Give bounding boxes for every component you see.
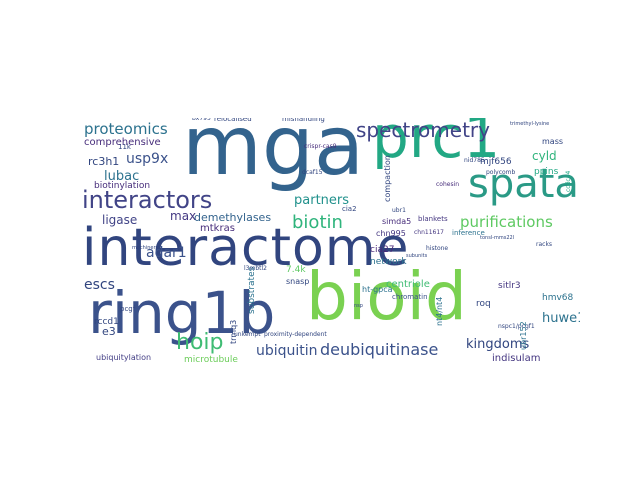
word-biotinylation: biotinylation bbox=[94, 181, 151, 191]
word-biotin: biotin bbox=[292, 212, 343, 233]
word-adar1: adar1 bbox=[146, 245, 187, 261]
word-substrates: substrates bbox=[247, 266, 257, 314]
word-ubr152: ubr152 bbox=[519, 321, 528, 350]
word-polycomb: polycomb bbox=[486, 169, 516, 176]
word-interactors: interactors bbox=[82, 186, 213, 214]
word-cohesin: cohesin bbox=[436, 181, 460, 188]
word-snasp: snasp bbox=[286, 277, 310, 286]
word-kingdoms: kingdoms bbox=[466, 337, 530, 352]
word-nt4-nt4: nt4/nt4 bbox=[435, 296, 444, 326]
word-simda5: simda5 bbox=[382, 217, 412, 226]
word-trimethyl-lysine: trimethyl-lysine bbox=[510, 121, 550, 127]
word-centriole: centriole bbox=[386, 279, 430, 290]
word-microtubule: microtubule bbox=[184, 355, 238, 364]
word-sitlr3: sitlr3 bbox=[498, 281, 521, 291]
word-7.4k: 7.4k bbox=[286, 265, 306, 275]
word-mjf656: mjf656 bbox=[480, 157, 512, 167]
word-chn995: chn995 bbox=[376, 229, 406, 238]
word-huwe1: huwe1 bbox=[542, 311, 580, 326]
word-ligase: ligase bbox=[102, 213, 138, 227]
word-interactome: interactome bbox=[82, 218, 410, 278]
word-mass: mass bbox=[542, 137, 564, 146]
word-demethylases: demethylases bbox=[194, 211, 272, 224]
word-rccd1: rccd1 bbox=[94, 317, 119, 327]
word-compaction: compaction bbox=[383, 155, 392, 202]
word-histone: histone bbox=[426, 245, 449, 252]
word-mishandling: mishandling bbox=[282, 118, 325, 123]
word-ring1b: ring1b bbox=[88, 279, 276, 347]
word-crispr-cas9: crispr-cas9 bbox=[304, 143, 337, 150]
word-indisulam: indisulam bbox=[492, 353, 541, 364]
word-mtkras: mtkras bbox=[200, 223, 235, 234]
word-prc1: prc1 bbox=[372, 118, 501, 171]
word-cloud: interactome mga prc1 bioid ring1b spata2… bbox=[80, 118, 580, 363]
word-blankets: blankets bbox=[418, 215, 448, 223]
word-dcaf15: dcaf15 bbox=[302, 169, 323, 176]
word-escs: escs bbox=[84, 277, 115, 293]
word-cia27: cia27 bbox=[370, 245, 395, 255]
word-hoip: hoip bbox=[176, 330, 224, 355]
word-ubiquitin: ubiquitin bbox=[256, 343, 318, 359]
word-proteomics: proteomics bbox=[84, 120, 168, 138]
word-proximity-dependent: proximity-dependent bbox=[264, 331, 327, 338]
word-racks: racks bbox=[536, 241, 553, 248]
word-ubiquitylation: ubiquitylation bbox=[96, 353, 152, 362]
word-spectrometry: spectrometry bbox=[356, 118, 490, 142]
word-rc3h1: rc3h1 bbox=[88, 155, 120, 168]
word-chn11617: chn11617 bbox=[414, 229, 444, 236]
word-network: network bbox=[370, 257, 407, 267]
word-tonsl-mms22l: tonsl-mms22l bbox=[480, 235, 515, 241]
word-lubac: lubac bbox=[104, 169, 140, 184]
word-machinery: machinery bbox=[132, 245, 159, 251]
word-comprehensive: comprehensive bbox=[84, 137, 161, 148]
word-cia2: cia2 bbox=[342, 205, 357, 213]
word-cyld: cyld bbox=[532, 149, 557, 163]
word-purifications: purifications bbox=[460, 213, 553, 231]
word-inference: inference bbox=[452, 229, 485, 237]
word-bioid: bioid bbox=[306, 258, 467, 335]
word-ppins: ppins bbox=[534, 167, 559, 177]
word-subunits: subunits bbox=[406, 253, 428, 259]
word-partners: partners bbox=[294, 193, 350, 208]
word-hmv68: hmv68 bbox=[542, 293, 574, 303]
word-roq: roq bbox=[476, 299, 491, 309]
word-ccdc14: ccdc14 bbox=[565, 170, 572, 192]
word-nid785: nid785 bbox=[464, 157, 485, 164]
word-deubiquitinase: deubiquitinase bbox=[320, 340, 439, 359]
word-max: max bbox=[170, 209, 197, 223]
word-unkempt: unkempt bbox=[234, 331, 261, 338]
word-e3: e3 bbox=[102, 325, 116, 338]
word-l3mbtl2: l3mbtl2 bbox=[244, 265, 267, 272]
word-nsp: nsp bbox=[354, 303, 363, 309]
word-mga: mga bbox=[182, 118, 365, 194]
word-bx795: bx795 bbox=[192, 118, 211, 122]
word-spata2: spata2 bbox=[468, 161, 580, 207]
word-usp9x: usp9x bbox=[126, 151, 169, 167]
word-relocalised: relocalised bbox=[214, 118, 252, 123]
word-ubr1: ubr1 bbox=[392, 207, 406, 214]
word-nspc1-pcgf1: nspc1/pcgf1 bbox=[498, 323, 535, 330]
word-chromatin: chromatin bbox=[392, 293, 428, 301]
word-ht-gpca: ht-gpca bbox=[362, 285, 393, 294]
word-11k: 11k bbox=[118, 143, 131, 151]
word-pcgf: pcgf bbox=[120, 305, 136, 313]
